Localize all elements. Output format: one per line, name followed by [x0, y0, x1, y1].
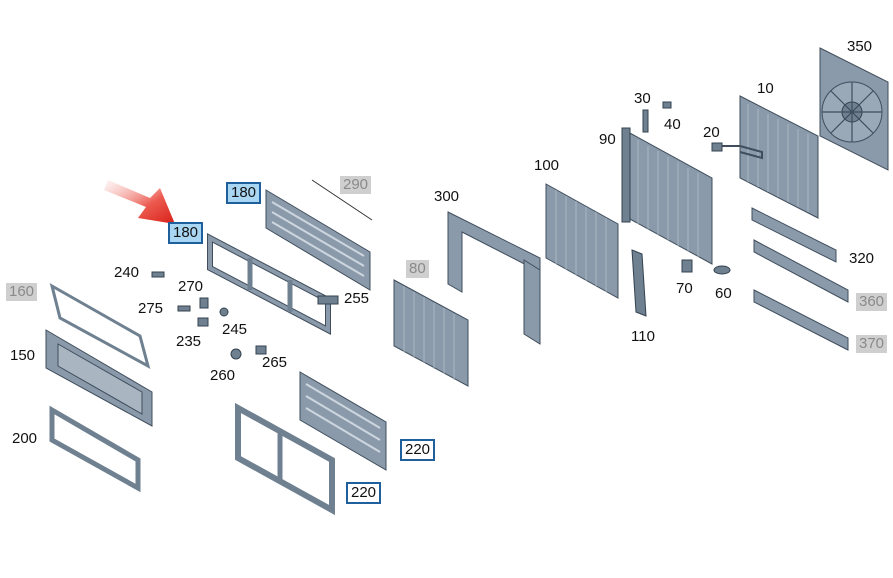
- label-180-frame: 180: [168, 222, 204, 244]
- label-200: 200: [12, 430, 38, 447]
- label-150: 150: [10, 347, 36, 364]
- label-20: 20: [703, 124, 720, 141]
- part-200-seal: [49, 405, 141, 493]
- label-245: 245: [222, 321, 248, 338]
- label-180-upper: 180: [226, 182, 262, 204]
- part-350-fan-shroud: [819, 47, 889, 171]
- label-275: 275: [138, 300, 164, 317]
- part-360-seal: [753, 239, 849, 303]
- label-80: 80: [406, 260, 429, 278]
- label-60: 60: [715, 285, 732, 302]
- part-100-radiator: [545, 183, 619, 299]
- part-180-frame: [207, 233, 331, 335]
- label-220-upper: 220: [400, 439, 436, 461]
- label-10: 10: [757, 80, 774, 97]
- part-320-seal: [751, 207, 837, 263]
- label-370: 370: [856, 335, 888, 353]
- label-100: 100: [534, 157, 560, 174]
- part-255-clip: [317, 295, 339, 305]
- label-255: 255: [344, 290, 370, 307]
- part-300-frame: [447, 211, 541, 345]
- label-220-lower: 220: [346, 482, 382, 504]
- label-30: 30: [634, 90, 651, 107]
- part-80-radiator: [393, 279, 469, 387]
- label-110: 110: [631, 328, 655, 345]
- part-30-40-fittings: [642, 101, 672, 133]
- label-240: 240: [114, 264, 140, 281]
- red-arrow-icon: [104, 180, 175, 224]
- label-290: 290: [340, 176, 372, 194]
- label-360: 360: [856, 293, 888, 311]
- part-20-hose: [711, 142, 763, 160]
- label-90: 90: [599, 131, 616, 148]
- label-350: 350: [847, 38, 873, 55]
- part-180-upper-louver: [265, 189, 371, 291]
- fasteners: [151, 271, 267, 360]
- label-300: 300: [434, 188, 460, 205]
- label-265: 265: [262, 354, 288, 371]
- part-160-seal: [49, 282, 151, 369]
- part-110-strip: [631, 249, 647, 317]
- part-150-duct: [45, 329, 153, 427]
- part-220-lower-frame: [235, 402, 335, 516]
- label-320: 320: [849, 250, 875, 267]
- part-70-60-clips: [681, 259, 731, 275]
- part-370-seal: [753, 289, 849, 351]
- label-270: 270: [178, 278, 204, 295]
- label-235: 235: [176, 333, 202, 350]
- part-10-radiator: [739, 95, 819, 219]
- label-40: 40: [664, 116, 681, 133]
- leader-line-290: [311, 179, 373, 221]
- label-260: 260: [210, 367, 236, 384]
- label-160: 160: [6, 283, 38, 301]
- part-90-condenser: [621, 127, 713, 265]
- part-220-upper-louver: [299, 371, 387, 471]
- label-70: 70: [676, 280, 693, 297]
